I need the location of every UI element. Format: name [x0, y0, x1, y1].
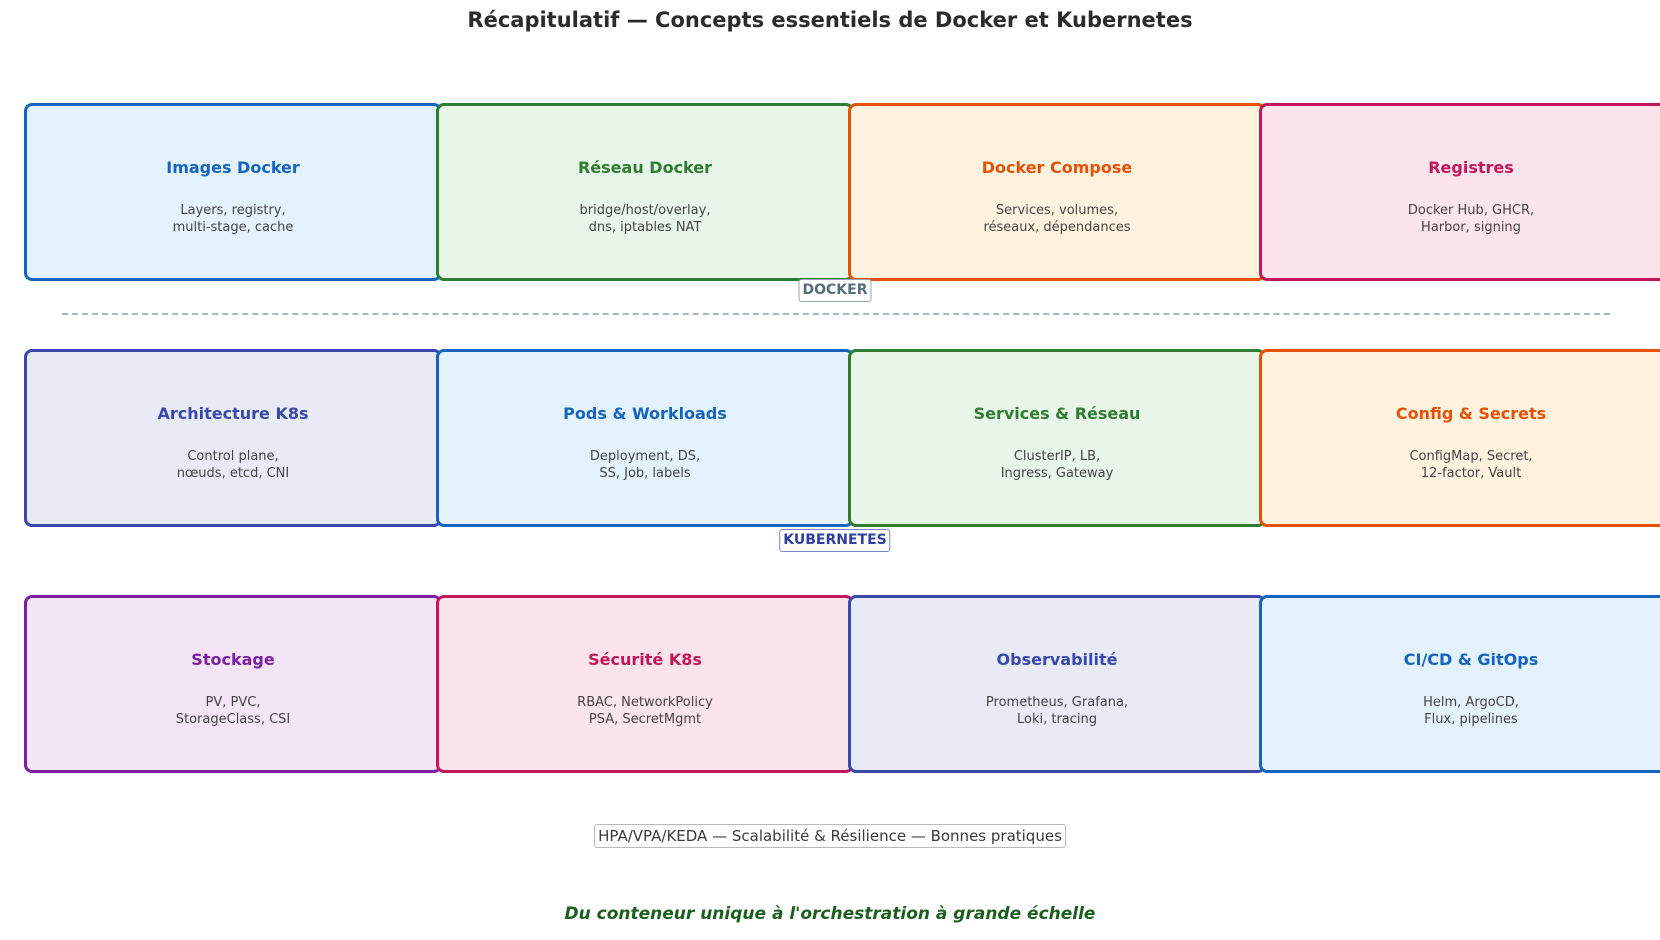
- card-title: Stockage: [191, 650, 275, 669]
- card-observabilite: Observabilité Prometheus, Grafana, Loki,…: [848, 595, 1266, 773]
- section-label-docker: DOCKER: [798, 279, 872, 302]
- card-stockage: Stockage PV, PVC, StorageClass, CSI: [24, 595, 442, 773]
- card-description: Deployment, DS, SS, Job, labels: [589, 449, 701, 481]
- card-title: Config & Secrets: [1395, 404, 1547, 423]
- card-description: bridge/host/overlay, dns, iptables NAT: [579, 203, 711, 235]
- card-registres: Registres Docker Hub, GHCR, Harbor, sign…: [1259, 103, 1660, 281]
- card-cicd-gitops: CI/CD & GitOps Helm, ArgoCD, Flux, pipel…: [1259, 595, 1660, 773]
- card-title: CI/CD & GitOps: [1403, 650, 1539, 669]
- card-description: ConfigMap, Secret, 12-factor, Vault: [1409, 449, 1533, 481]
- card-description: Control plane, nœuds, etcd, CNI: [176, 449, 290, 481]
- card-description: Prometheus, Grafana, Loki, tracing: [985, 695, 1129, 727]
- card-title: Registres: [1428, 158, 1514, 177]
- card-images-docker: Images Docker Layers, registry, multi-st…: [24, 103, 442, 281]
- card-title: Services & Réseau: [973, 404, 1141, 423]
- card-services-reseau: Services & Réseau ClusterIP, LB, Ingress…: [848, 349, 1266, 527]
- card-title: Architecture K8s: [157, 404, 309, 423]
- card-architecture-k8s: Architecture K8s Control plane, nœuds, e…: [24, 349, 442, 527]
- card-description: Services, volumes, réseaux, dépendances: [983, 203, 1131, 235]
- footer-practices-box: HPA/VPA/KEDA — Scalabilité & Résilience …: [594, 824, 1066, 848]
- card-securite-k8s: Sécurité K8s RBAC, NetworkPolicy PSA, Se…: [436, 595, 854, 773]
- section-label-kubernetes: KUBERNETES: [779, 529, 891, 552]
- card-title: Observabilité: [996, 650, 1118, 669]
- card-docker-compose: Docker Compose Services, volumes, réseau…: [848, 103, 1266, 281]
- tagline: Du conteneur unique à l'orchestration à …: [564, 904, 1096, 924]
- card-title: Images Docker: [166, 158, 300, 177]
- card-description: Layers, registry, multi-stage, cache: [172, 203, 294, 235]
- page-title: Récapitulatif — Concepts essentiels de D…: [467, 8, 1193, 32]
- card-reseau-docker: Réseau Docker bridge/host/overlay, dns, …: [436, 103, 854, 281]
- card-pods-workloads: Pods & Workloads Deployment, DS, SS, Job…: [436, 349, 854, 527]
- card-config-secrets: Config & Secrets ConfigMap, Secret, 12-f…: [1259, 349, 1660, 527]
- card-description: ClusterIP, LB, Ingress, Gateway: [1000, 449, 1114, 481]
- section-divider: [62, 313, 1610, 315]
- card-title: Pods & Workloads: [563, 404, 727, 423]
- card-title: Docker Compose: [981, 158, 1133, 177]
- card-description: PV, PVC, StorageClass, CSI: [175, 695, 291, 727]
- card-description: RBAC, NetworkPolicy PSA, SecretMgmt: [577, 695, 713, 727]
- card-description: Docker Hub, GHCR, Harbor, signing: [1407, 203, 1535, 235]
- card-description: Helm, ArgoCD, Flux, pipelines: [1423, 695, 1519, 727]
- card-title: Sécurité K8s: [588, 650, 702, 669]
- card-title: Réseau Docker: [577, 158, 712, 177]
